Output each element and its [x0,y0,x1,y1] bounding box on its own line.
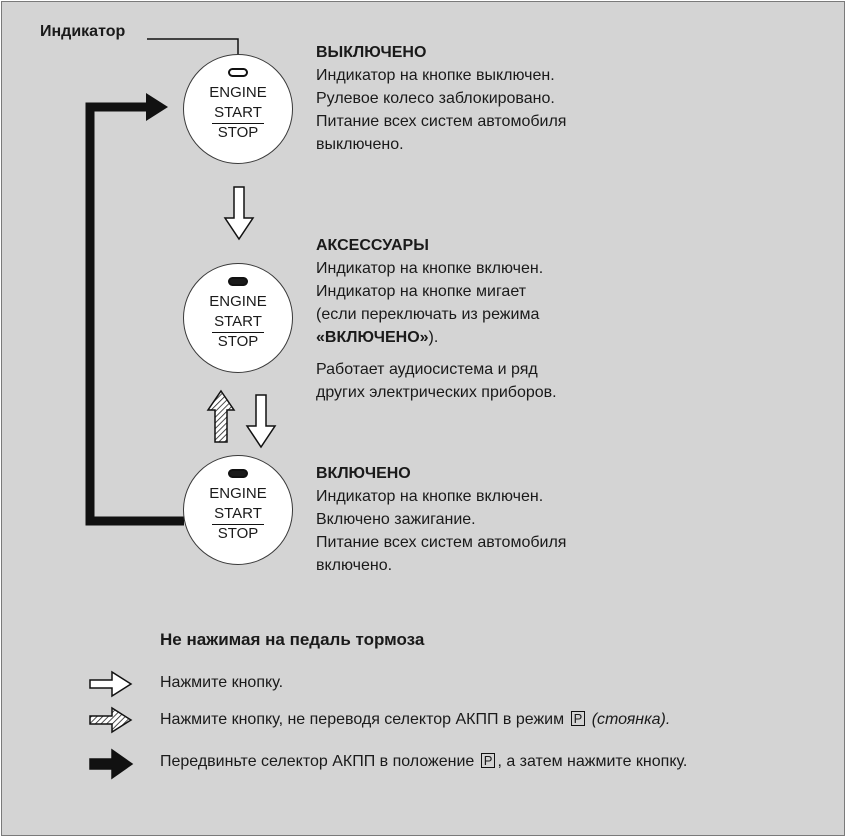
button-line3: STOP [217,124,259,141]
state-on-line: Индикатор на кнопке включен. [316,488,544,505]
state-off-line: Питание всех систем автомобиля [316,113,567,130]
indicator-lamp-off-icon [228,68,248,77]
state-acc-line-mode: «ВКЛЮЧЕНО»). [316,326,557,349]
state-off-title: ВЫКЛЮЧЕНО [316,44,427,61]
legend-item3-suffix: , а затем нажмите кнопку. [497,753,688,770]
state-on-description: ВКЛЮЧЕНО Индикатор на кнопке включен. Вк… [316,463,566,577]
indicator-lamp-on-icon [228,469,248,478]
state-acc-extra-line: других электрических приборов. [316,384,557,401]
return-arrow-line [85,102,184,526]
state-off-line: Рулевое колесо заблокировано. [316,90,555,107]
state-off-description: ВЫКЛЮЧЕНО Индикатор на кнопке выключен. … [316,42,566,156]
state-acc-bold-suffix: ). [428,329,439,346]
park-p-icon: P [570,711,586,726]
state-acc-bold-mode: «ВКЛЮЧЕНО» [316,329,429,346]
acc-to-on-arrow [245,394,277,449]
engine-start-stop-button-acc: ENGINE START STOP [183,263,293,373]
return-arrow-head [146,93,168,121]
button-line1: ENGINE [209,485,267,502]
button-line3: STOP [217,525,259,542]
engine-start-stop-button-on: ENGINE START STOP [183,455,293,565]
state-on-title: ВКЛЮЧЕНО [316,465,411,482]
state-acc-title: АКСЕССУАРЫ [316,237,429,254]
state-acc-line: Индикатор на кнопке включен. [316,260,544,277]
button-line2: START [212,104,264,124]
legend-item3-text: Передвиньте селектор АКПП в положение [160,753,475,770]
button-line3: STOP [217,333,259,350]
state-acc-description: АКСЕССУАРЫ Индикатор на кнопке включен. … [316,235,557,404]
legend-item-press-no-shift: Нажмите кнопку, не переводя селектор АКП… [160,711,670,729]
legend-hatched-arrow-icon [89,706,133,734]
on-to-acc-hatched-arrow [206,389,236,443]
legend-black-arrow-icon [89,748,134,780]
legend-item-shift-then-press: Передвиньте селектор АКПП в положение P,… [160,753,687,771]
engine-start-stop-button-off: ENGINE START STOP [183,54,293,164]
park-p-icon: P [480,753,496,768]
off-to-acc-arrow [223,186,255,241]
button-line2: START [212,313,264,333]
button-line1: ENGINE [209,84,267,101]
state-off-line: Индикатор на кнопке выключен. [316,67,555,84]
indicator-label: Индикатор [40,23,126,40]
state-on-line: включено. [316,557,393,574]
state-acc-line: Индикатор на кнопке мигает [316,283,527,300]
state-acc-line: (если переключать из режима [316,306,540,323]
state-on-line: Включено зажигание. [316,511,476,528]
legend-item2-text: Нажмите кнопку, не переводя селектор АКП… [160,711,565,728]
legend-item2-suffix: (стоянка). [591,711,671,728]
state-on-line: Питание всех систем автомобиля [316,534,567,551]
indicator-lamp-on-icon [228,277,248,286]
legend-item-press: Нажмите кнопку. [160,674,284,691]
legend-white-arrow-icon [89,670,133,698]
state-acc-extra-line: Работает аудиосистема и ряд [316,361,538,378]
button-line2: START [212,505,264,525]
legend-title: Не нажимая на педаль тормоза [160,630,425,649]
button-line1: ENGINE [209,293,267,310]
state-off-line: выключено. [316,136,404,153]
indicator-leader-line [147,38,239,60]
